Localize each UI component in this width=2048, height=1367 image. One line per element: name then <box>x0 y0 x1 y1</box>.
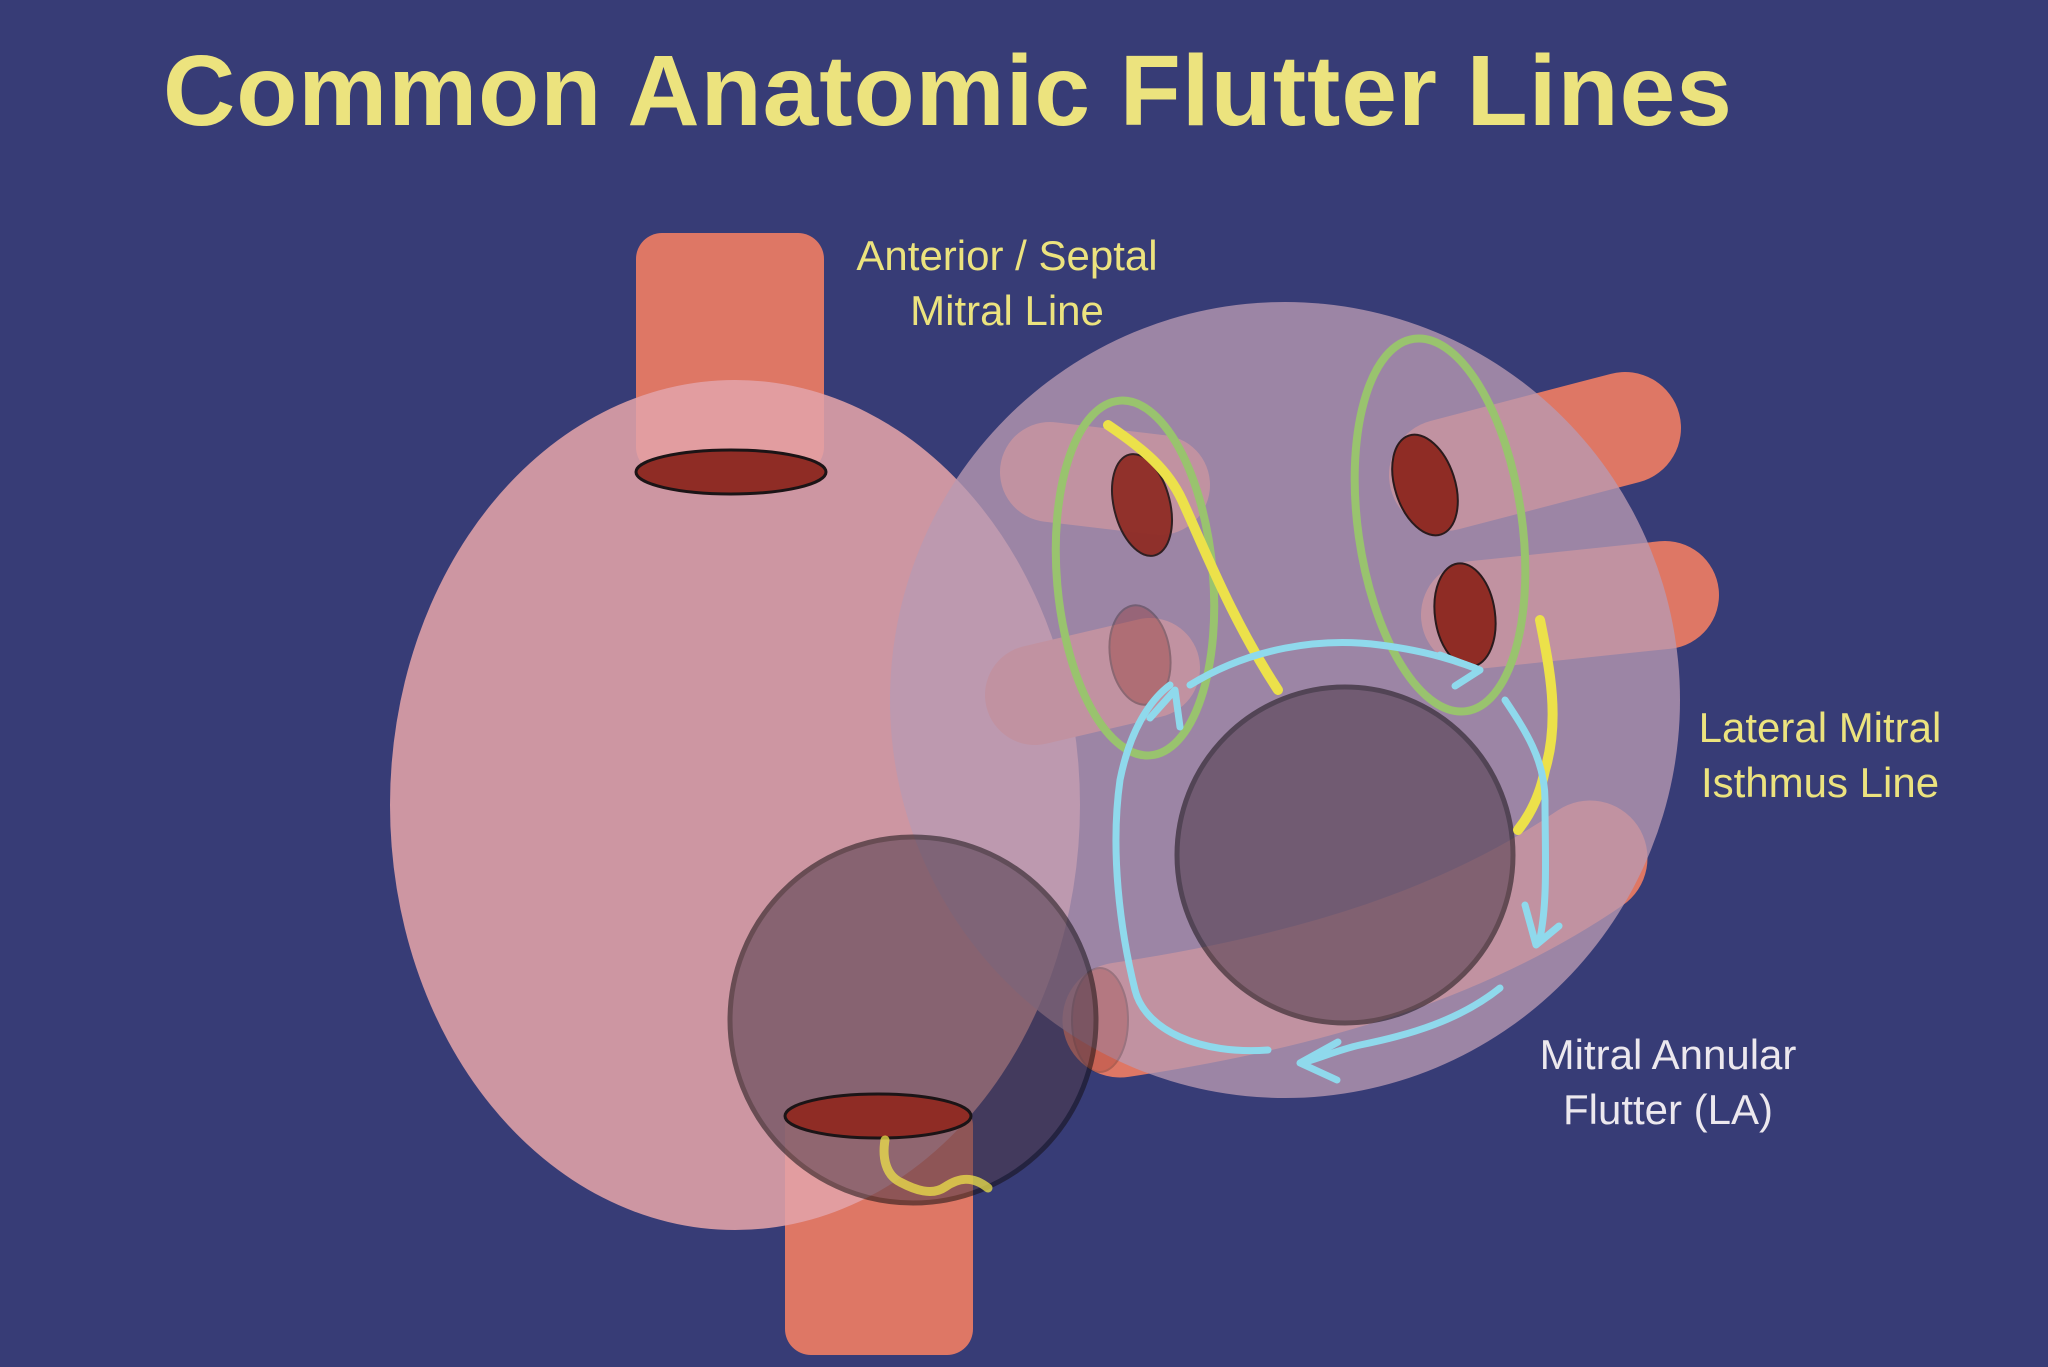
svc-ostium <box>634 448 828 496</box>
slide-title: Common Anatomic Flutter Lines <box>163 35 1733 147</box>
mitral-annulus <box>1174 684 1516 1026</box>
rspv-ostium <box>1111 453 1173 557</box>
label-line-2: Mitral Line <box>910 287 1104 334</box>
label-mitral-annular-flutter: Mitral Annular Flutter (LA) <box>1540 1031 1797 1133</box>
mitral-annular-flutter-circuit <box>1112 639 1563 1084</box>
lspv-ostium <box>1391 433 1459 537</box>
anterior-septal-mitral-line <box>1103 420 1283 695</box>
label-line-1: Anterior / Septal <box>856 232 1157 279</box>
label-lateral-mitral-isthmus-line: Lateral Mitral Isthmus Line <box>1699 704 1942 806</box>
label-line-1: Lateral Mitral <box>1699 704 1942 751</box>
label-line-2: Isthmus Line <box>1701 759 1939 806</box>
label-line-2: Flutter (LA) <box>1563 1086 1773 1133</box>
left-pv-isolation-ring <box>1350 334 1530 716</box>
label-anterior-septal-mitral-line: Anterior / Septal Mitral Line <box>856 232 1157 334</box>
ivc-ostium <box>783 1092 973 1140</box>
label-line-1: Mitral Annular <box>1540 1031 1797 1078</box>
tricuspid-annulus <box>727 834 1099 1206</box>
lateral-mitral-isthmus-line <box>1513 615 1558 835</box>
cavotricuspid-isthmus-line <box>879 1135 993 1196</box>
